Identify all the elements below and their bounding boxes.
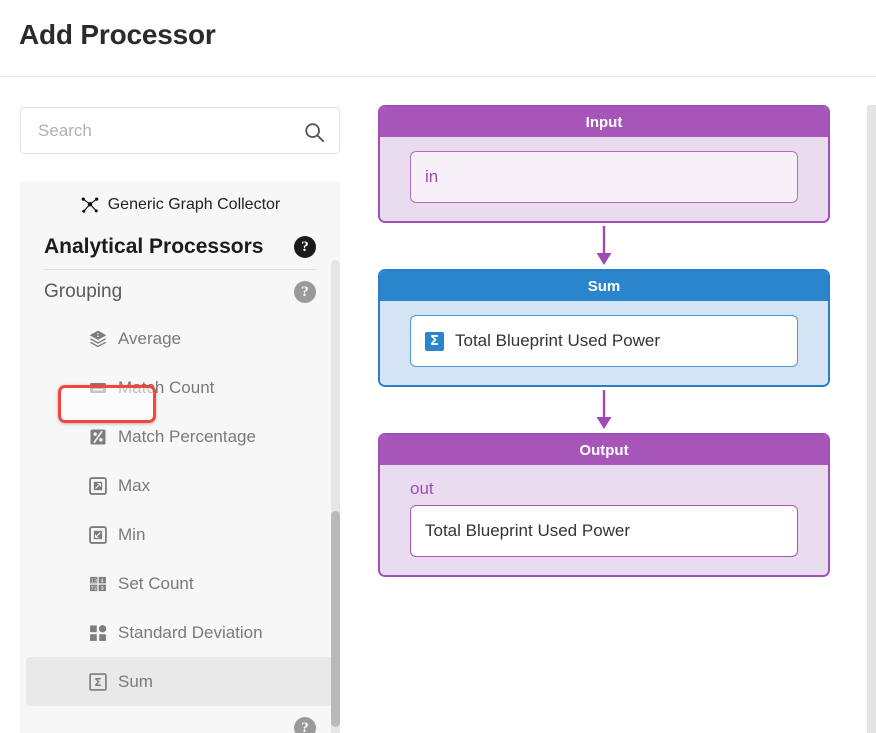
input-port-value: in [425,167,439,186]
flow-arrow-input-to-sum [378,223,830,269]
page-scrollbar-track[interactable] [867,105,876,733]
standard-deviation-icon [88,623,108,643]
list-item-label: Min [118,524,146,544]
processor-flow-panel: Input in Sum Σ Total Blueprint Used Powe… [378,105,830,577]
list-item-label: Average [118,328,182,348]
group-row-next-partial[interactable]: ? [44,706,316,733]
percent-icon [88,427,108,447]
list-item-standard-deviation[interactable]: Standard Deviation [26,608,334,657]
search-placeholder: Search [38,121,92,140]
search-icon[interactable] [303,121,325,143]
list-item-sum[interactable]: Σ Sum [26,657,334,706]
output-port-field[interactable]: Total Blueprint Used Power [410,505,798,557]
arrow-down-icon [596,390,612,429]
output-port-label: out [410,479,434,498]
collector-label: Generic Graph Collector [107,196,281,213]
flow-node-body: out Total Blueprint Used Power [380,465,828,575]
max-icon [88,476,108,496]
list-item-label: Standard Deviation [118,622,263,642]
svg-text:4: 4 [101,578,104,584]
page-title: Add Processor [19,19,216,50]
section-title: Analytical Processors [44,235,264,258]
flow-node-title: Output [380,435,828,465]
sum-icon: Σ [88,672,108,692]
list-item-match-count[interactable]: Match Count [26,363,334,412]
help-icon-next-group[interactable]: ? [294,717,316,733]
arrow-down-icon [596,226,612,265]
flow-node-sum[interactable]: Sum Σ Total Blueprint Used Power [378,269,830,387]
graph-collector-icon [80,195,100,215]
list-item-max[interactable]: Max [26,461,334,510]
flow-node-body: in [380,137,828,221]
layers-average-icon: 1 [88,329,108,349]
svg-text:1: 1 [96,333,99,339]
group-row-grouping[interactable]: Grouping ? [44,270,316,314]
list-item-label: Sum [118,671,153,691]
list-item-generic-graph-collector[interactable]: Generic Graph Collector [20,181,340,229]
sum-processor-field[interactable]: Σ Total Blueprint Used Power [410,315,798,367]
dialog-header: Add Processor [0,0,876,77]
help-icon-grouping[interactable]: ? [294,281,316,303]
flow-node-title: Input [380,107,828,137]
flow-node-input[interactable]: Input in [378,105,830,223]
help-icon-analytical-processors[interactable]: ? [294,236,316,258]
section-header-analytical-processors: Analytical Processors ? [44,235,316,270]
list-item-label: Max [118,475,151,495]
list-scrollbar-thumb[interactable] [331,511,340,727]
output-port-value: Total Blueprint Used Power [425,521,631,540]
sum-icon: Σ [425,331,444,351]
svg-text:9: 9 [101,585,104,591]
flow-arrow-sum-to-output [378,387,830,433]
set-count-icon: 13 4 72 9 [88,574,108,594]
input-port-field[interactable]: in [410,151,798,203]
processor-browser-panel: Search Generic Graph Collector [0,77,360,733]
flow-node-title: Sum [380,271,828,301]
list-item-label: Match Percentage [118,426,256,446]
svg-text:13: 13 [91,578,97,584]
svg-text:72: 72 [91,585,97,591]
group-label: Grouping [44,281,123,302]
processor-list[interactable]: Generic Graph Collector Analytical Proce… [20,181,340,733]
flow-node-body: Σ Total Blueprint Used Power [380,301,828,385]
flow-node-output[interactable]: Output out Total Blueprint Used Power [378,433,830,577]
list-scrollbar-track[interactable] [331,260,340,733]
match-count-icon [88,378,108,398]
list-item-label: Match Count [118,377,215,397]
search-input[interactable]: Search [20,107,340,154]
list-item-min[interactable]: Min [26,510,334,559]
list-item-label: Set Count [118,573,194,593]
sum-processor-value: Total Blueprint Used Power [455,331,661,350]
list-item-set-count[interactable]: 13 4 72 9 Set Count [26,559,334,608]
list-item-match-percentage[interactable]: Match Percentage [26,412,334,461]
list-item-average[interactable]: 1 Average [26,314,334,363]
svg-text:Σ: Σ [94,676,101,689]
min-icon [88,525,108,545]
